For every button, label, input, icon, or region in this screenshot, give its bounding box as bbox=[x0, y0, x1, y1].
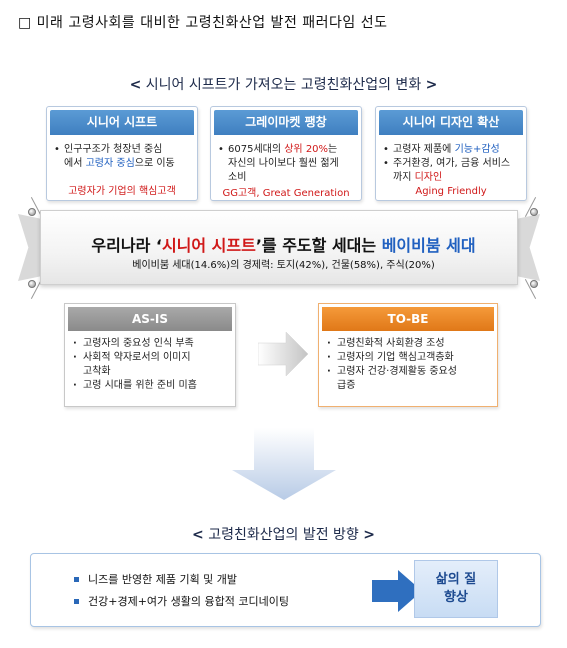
card-note: Aging Friendly bbox=[415, 186, 487, 197]
card-note: GG고객, Great Generation bbox=[222, 188, 350, 199]
section-heading-text: 고령친화산업의 발전 방향 bbox=[208, 527, 359, 543]
list-item: 고령자 제품에 기능+감성 bbox=[382, 143, 520, 157]
tobe-title: TO-BE bbox=[322, 307, 494, 331]
asis-title: AS-IS bbox=[68, 307, 232, 331]
card-senior-design: 시니어 디자인 확산 고령자 제품에 기능+감성 주거환경, 여가, 금융 서비… bbox=[375, 106, 527, 201]
section-heading-text: 시니어 시프트가 가져오는 고령친화산업의 변화 bbox=[145, 77, 422, 93]
list-item: 6075세대의 상위 20%는 자신의 나이보다 훨씬 젊게 소비 bbox=[217, 143, 355, 185]
rivet-icon bbox=[530, 280, 538, 288]
card-title: 시니어 디자인 확산 bbox=[379, 110, 523, 135]
card-senior-shift: 시니어 시프트 인구구조가 청장년 중심 에서 고령자 중심으로 이동 고령자가… bbox=[46, 106, 198, 201]
banner bbox=[40, 210, 518, 285]
card-title: 그레이마켓 팽창 bbox=[214, 110, 358, 135]
chevron-right-icon: > bbox=[363, 527, 375, 543]
list-item: 건강+경제+여가 생활의 융합적 코디네이팅 bbox=[72, 591, 289, 613]
arrow-right-icon bbox=[372, 570, 422, 612]
arrow-right-icon bbox=[258, 332, 308, 376]
chevron-left-icon: < bbox=[129, 77, 142, 93]
list-item: 고령 시대를 위한 준비 미흡 bbox=[73, 379, 229, 393]
page-title: □ 미래 고령사회를 대비한 고령친화산업 발전 패러다임 선도 bbox=[18, 15, 388, 31]
section-heading-changes: < 시니어 시프트가 가져오는 고령친화산업의 변화 > bbox=[0, 74, 567, 94]
list-item: 니즈를 반영한 제품 기획 및 개발 bbox=[72, 569, 289, 591]
card-gray-market: 그레이마켓 팽창 6075세대의 상위 20%는 자신의 나이보다 훨씬 젊게 … bbox=[210, 106, 362, 201]
rivet-icon bbox=[28, 208, 36, 216]
goal-box: 삶의 질 향상 bbox=[414, 560, 498, 618]
tobe-box: TO-BE 고령친화적 사회환경 조성 고령자의 기업 핵심고객층화 고령자 건… bbox=[318, 303, 498, 407]
section-heading-direction: < 고령친화산업의 발전 방향 > bbox=[0, 524, 567, 544]
rivet-icon bbox=[530, 208, 538, 216]
chevron-left-icon: < bbox=[192, 527, 204, 543]
card-note: 고령자가 기업의 핵심고객 bbox=[68, 186, 176, 197]
rivet-icon bbox=[28, 280, 36, 288]
list-item: 고령자의 중요성 인식 부족 bbox=[73, 337, 229, 351]
chevron-right-icon: > bbox=[425, 77, 438, 93]
list-item: 고령친화적 사회환경 조성 bbox=[327, 337, 491, 351]
arrow-down-icon bbox=[232, 428, 336, 500]
direction-list: 니즈를 반영한 제품 기획 및 개발 건강+경제+여가 생활의 융합적 코디네이… bbox=[72, 569, 289, 613]
list-item: 주거환경, 여가, 금융 서비스 까지 디자인 bbox=[382, 157, 520, 185]
banner-headline: 우리나라 ‘시니어 시프트’를 주도할 세대는 베이비붐 세대 bbox=[91, 236, 476, 255]
list-item: 인구구조가 청장년 중심 에서 고령자 중심으로 이동 bbox=[53, 143, 191, 171]
card-title: 시니어 시프트 bbox=[50, 110, 194, 135]
list-item: 고령자의 기업 핵심고객층화 bbox=[327, 351, 491, 365]
banner-subtext: 베이비붐 세대(14.6%)의 경제력: 토지(42%), 건물(58%), 주… bbox=[132, 260, 435, 271]
